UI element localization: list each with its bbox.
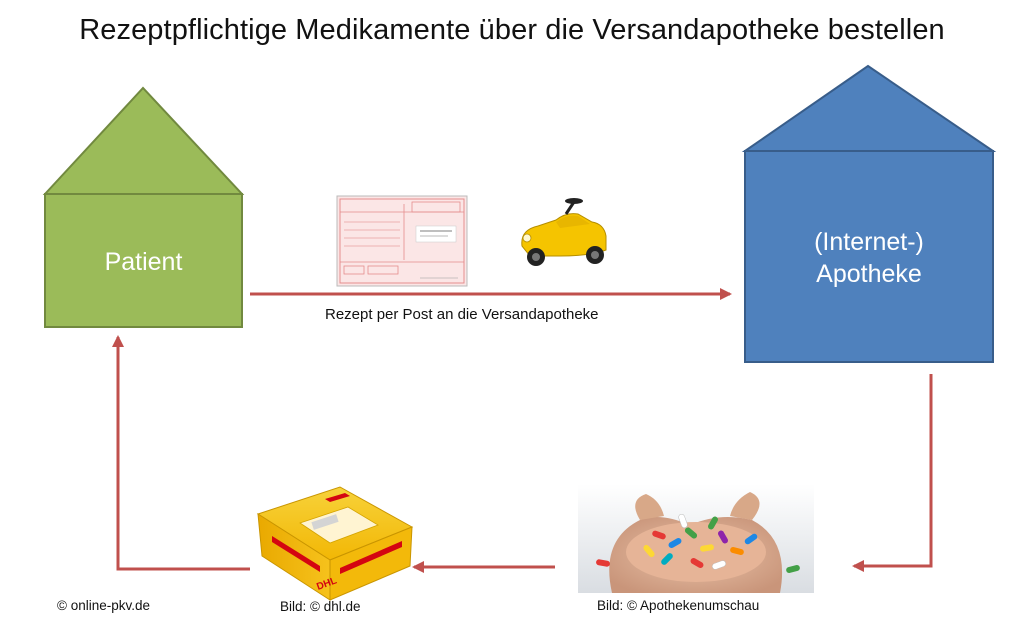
prescription-form-image bbox=[336, 195, 468, 287]
dhl-parcel-image bbox=[256, 486, 414, 601]
patient-house bbox=[42, 86, 245, 328]
toy-car-image bbox=[521, 198, 607, 266]
arrow-parcel-to-patient bbox=[112, 335, 250, 571]
pills-in-hands-image bbox=[578, 484, 814, 593]
pharmacy-house bbox=[741, 64, 997, 363]
arrow-pharmacy-to-pills bbox=[852, 374, 933, 572]
parcel-image-credit: Bild: © dhl.de bbox=[280, 599, 361, 614]
pharmacy-label-line1: (Internet-) bbox=[814, 228, 924, 256]
prescription-arrow-label: Rezept per Post an die Versandapotheke bbox=[325, 306, 599, 323]
pills-image-credit: Bild: © Apothekenumschau bbox=[597, 598, 760, 613]
copyright-notice: © online-pkv.de bbox=[57, 598, 150, 613]
pharmacy-label-line2: Apotheke bbox=[816, 260, 922, 288]
pharmacy-label: (Internet-) Apotheke bbox=[745, 226, 993, 290]
page-title: Rezeptpflichtige Medikamente über die Ve… bbox=[79, 14, 945, 46]
patient-label: Patient bbox=[104, 248, 183, 276]
